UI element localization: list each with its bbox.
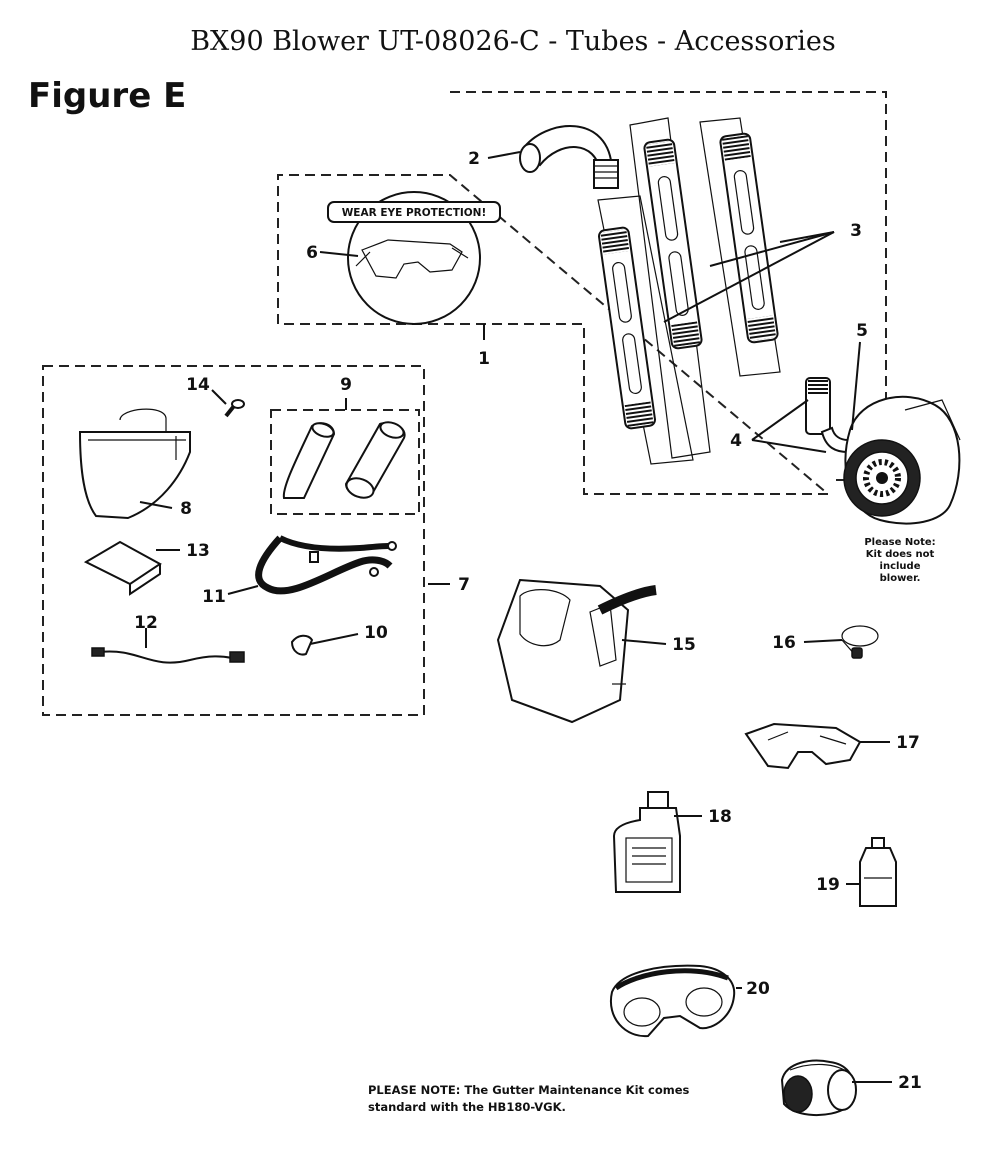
nozzle-icon xyxy=(344,421,406,499)
diagram-title: BX90 Blower UT-08026-C - Tubes - Accesso… xyxy=(190,26,836,57)
blower-note: Please Note: Kit does not include blower… xyxy=(864,537,935,584)
callout-11: 11 xyxy=(202,587,226,607)
callout-16: 16 xyxy=(772,633,796,653)
callout-14: 14 xyxy=(186,375,210,395)
straight-tube-icon xyxy=(643,138,703,350)
goggles-icon xyxy=(609,964,736,1038)
callout-2: 2 xyxy=(468,149,480,169)
nozzle-icon xyxy=(282,422,336,499)
callout-18: 18 xyxy=(708,807,732,827)
callout-19: 19 xyxy=(816,875,840,895)
warning-label: WEAR EYE PROTECTION! xyxy=(342,207,487,219)
cord-icon xyxy=(841,625,879,659)
shoulder-strap-icon xyxy=(255,535,397,595)
callout-4: 4 xyxy=(730,431,742,451)
svg-text:include: include xyxy=(880,561,921,572)
svg-text:Kit does not: Kit does not xyxy=(866,549,935,560)
straight-tube-icon xyxy=(719,132,779,344)
elbow-tube-icon xyxy=(519,125,619,189)
u-bracket-icon xyxy=(83,540,162,596)
kit-7-boundary xyxy=(42,365,425,716)
gas-can-icon xyxy=(496,578,657,724)
callout-9: 9 xyxy=(340,375,352,395)
callout-3: 3 xyxy=(850,221,862,241)
callout-17: 17 xyxy=(896,733,920,753)
small-oil-bottle-icon xyxy=(859,837,897,907)
figure-label: Figure E xyxy=(28,76,187,116)
callout-numbers: 1 2 3 4 5 6 7 8 9 10 11 12 13 14 15 16 1… xyxy=(134,149,922,1093)
callout-15: 15 xyxy=(672,635,696,655)
callout-5: 5 xyxy=(856,321,868,341)
clip-icon xyxy=(290,634,314,656)
blower-icon xyxy=(843,395,961,525)
svg-text:Please Note:: Please Note: xyxy=(864,537,935,548)
svg-text:blower.: blower. xyxy=(880,573,921,584)
short-tube-icon xyxy=(805,377,849,454)
gutter-kit-note: PLEASE NOTE: The Gutter Maintenance Kit … xyxy=(368,1083,690,1114)
straight-tube-icon xyxy=(598,226,656,430)
callout-20: 20 xyxy=(746,979,770,999)
oil-bottle-icon xyxy=(612,791,681,893)
svg-text:standard with the HB180-VGK.: standard with the HB180-VGK. xyxy=(368,1100,566,1114)
callout-8: 8 xyxy=(180,499,192,519)
cable-icon xyxy=(91,647,245,664)
ear-muffs-icon xyxy=(780,1059,857,1117)
callout-21: 21 xyxy=(898,1073,922,1093)
gutter-guard-icon xyxy=(78,408,191,520)
safety-glasses-icon xyxy=(744,722,862,770)
callout-13: 13 xyxy=(186,541,210,561)
callout-6: 6 xyxy=(306,243,318,263)
svg-text:PLEASE NOTE: The Gutter Maint: PLEASE NOTE: The Gutter Maintenance Kit … xyxy=(368,1083,690,1097)
screw-icon xyxy=(224,399,245,418)
callout-7: 7 xyxy=(458,575,470,595)
leader-lines xyxy=(139,151,892,1083)
callout-1: 1 xyxy=(478,349,490,369)
callout-10: 10 xyxy=(364,623,388,643)
callout-12: 12 xyxy=(134,613,158,633)
safety-glasses-decal-icon xyxy=(327,191,501,325)
